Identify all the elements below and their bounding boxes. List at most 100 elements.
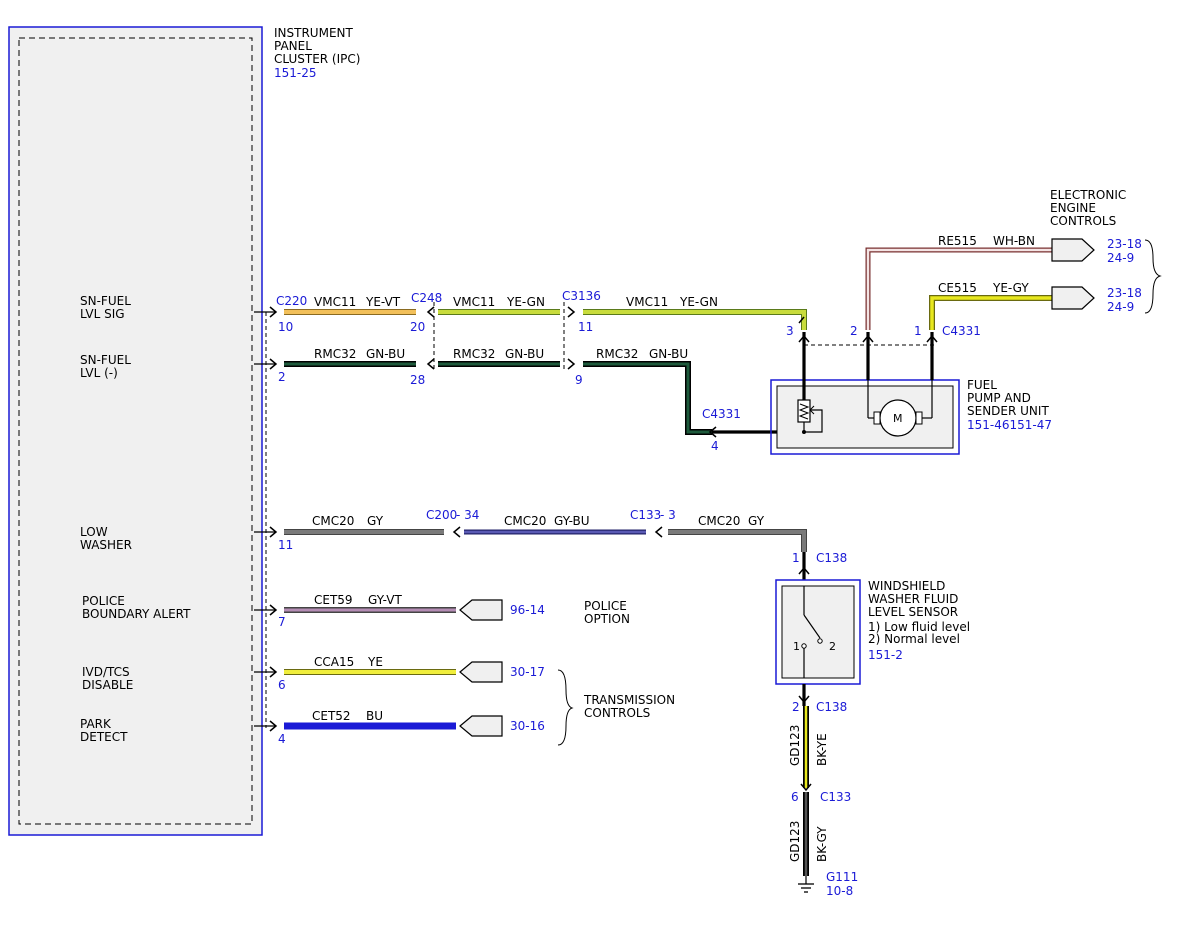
rmc32-pin-28: 28 bbox=[410, 373, 425, 387]
ipc-ref: 151-25 bbox=[274, 66, 317, 80]
cca15-color: YE bbox=[367, 655, 383, 669]
wire-cmc20 bbox=[284, 526, 807, 552]
eec-connector-1 bbox=[1051, 238, 1095, 262]
wire-gd123 bbox=[798, 684, 814, 893]
cet52-color: BU bbox=[366, 709, 383, 723]
sensor-title-2: WASHER FLUID bbox=[868, 592, 958, 606]
conn-c133: C133 bbox=[820, 790, 851, 804]
transmission-2: CONTROLS bbox=[584, 706, 650, 720]
wire-rmc32 bbox=[284, 358, 800, 438]
vmc11-pin-11: 11 bbox=[578, 320, 593, 334]
sensor-title-3: LEVEL SENSOR bbox=[868, 605, 958, 619]
switch-contact-1 bbox=[801, 643, 807, 649]
eec-connector-2 bbox=[1051, 286, 1095, 310]
ipc-pin-fuel-sig: 10 bbox=[278, 320, 293, 334]
sensor-state-2: 2) Normal level bbox=[868, 632, 960, 646]
vmc11-seg1-color: YE-VT bbox=[365, 295, 401, 309]
transmission-1: TRANSMISSION bbox=[583, 693, 675, 707]
vmc11-seg3-circuit: VMC11 bbox=[626, 295, 668, 309]
police-connector bbox=[459, 599, 503, 621]
rmc32-seg2-color: GN-BU bbox=[505, 347, 544, 361]
ipc-pin-fuel-ret: 2 bbox=[278, 370, 286, 384]
ipc-label-washer-1: LOW bbox=[80, 525, 108, 539]
ground-ref: 10-8 bbox=[826, 884, 853, 898]
vmc11-pin-3: 3 bbox=[786, 324, 794, 338]
ipc-label-park-2: DETECT bbox=[80, 730, 128, 744]
ivd-ref: 30-17 bbox=[510, 665, 545, 679]
ipc-title-line-3: CLUSTER (IPC) bbox=[274, 52, 360, 66]
wire-re515 bbox=[865, 238, 1095, 330]
police-ref: 96-14 bbox=[510, 603, 545, 617]
cmc20-seg3-color: GY bbox=[748, 514, 765, 528]
ipc-module bbox=[8, 26, 267, 836]
conn-c4331-return: C4331 bbox=[702, 407, 741, 421]
ipc-label-park-1: PARK bbox=[80, 717, 112, 731]
sensor-pin-top: 1 bbox=[792, 551, 800, 565]
sensor-state-1: 1) Low fluid level bbox=[868, 620, 970, 634]
sensor-conn-bottom: C138 bbox=[816, 700, 847, 714]
fuel-pump-ref: 151-46151-47 bbox=[967, 418, 1052, 432]
ipc-title-line-1: INSTRUMENT bbox=[274, 26, 353, 40]
conn-c4331-top: C4331 bbox=[942, 324, 981, 338]
gd123-upper-color: BK-YE bbox=[815, 733, 829, 766]
switch-pin-1: 1 bbox=[793, 640, 800, 653]
eec-title-1: ELECTRONIC bbox=[1050, 188, 1126, 202]
eec-title-2: ENGINE bbox=[1050, 201, 1096, 215]
eec-brace bbox=[1144, 239, 1162, 314]
ipc-feeds bbox=[254, 311, 276, 727]
park-ref: 30-16 bbox=[510, 719, 545, 733]
sensor-title-1: WINDSHIELD bbox=[868, 579, 945, 593]
park-connector bbox=[459, 715, 503, 737]
conn-c200: C200 bbox=[426, 508, 457, 522]
ipc-label-ivd-2: DISABLE bbox=[82, 678, 133, 692]
eec-title-3: CONTROLS bbox=[1050, 214, 1116, 228]
switch-pin-2: 2 bbox=[829, 640, 836, 653]
ivd-connector bbox=[459, 661, 503, 683]
pump-motor-label: M bbox=[893, 412, 903, 425]
wire-vmc11 bbox=[284, 306, 807, 330]
wire-cca15 bbox=[284, 661, 503, 683]
c133-pin: 6 bbox=[791, 790, 799, 804]
re515-color: WH-BN bbox=[993, 234, 1035, 248]
sensor-pin-bottom: 2 bbox=[792, 700, 800, 714]
rmc32-seg2-circuit: RMC32 bbox=[453, 347, 495, 361]
eec-ref-1a: 23-18 bbox=[1107, 237, 1142, 251]
wire-ce515 bbox=[929, 286, 1095, 330]
conn-c3136: C3136 bbox=[562, 289, 601, 303]
ipc-pin-police: 7 bbox=[278, 615, 286, 629]
ipc-pin-park: 4 bbox=[278, 732, 286, 746]
ipc-title-line-2: PANEL bbox=[274, 39, 312, 53]
vmc11-seg1-circuit: VMC11 bbox=[314, 295, 356, 309]
police-option-1: POLICE bbox=[584, 599, 627, 613]
vmc11-seg3-color: YE-GN bbox=[679, 295, 718, 309]
fuel-pump-unit bbox=[770, 332, 960, 455]
conn-c220: C220 bbox=[276, 294, 307, 308]
ipc-label-police-2: BOUNDARY ALERT bbox=[82, 607, 191, 621]
ipc-label-police-1: POLICE bbox=[82, 594, 125, 608]
fuel-pump-title-1: FUEL bbox=[967, 378, 997, 392]
ground-g111: G111 bbox=[826, 870, 858, 884]
washer-fluid-sensor bbox=[775, 579, 861, 685]
ipc-pin-ivd: 6 bbox=[278, 678, 286, 692]
switch-contact-2 bbox=[817, 638, 823, 644]
cmc20-seg3-circuit: CMC20 bbox=[698, 514, 740, 528]
cmc20-seg1-circuit: CMC20 bbox=[312, 514, 354, 528]
vmc11-pin-20: 20 bbox=[410, 320, 425, 334]
vmc11-seg2-circuit: VMC11 bbox=[453, 295, 495, 309]
gd123-lower-circuit: GD123 bbox=[788, 821, 802, 862]
re515-circuit: RE515 bbox=[938, 234, 977, 248]
gd123-lower-color: BK-GY bbox=[815, 826, 829, 862]
conn-c248: C248 bbox=[411, 291, 442, 305]
ipc-label-ivd-1: IVD/TCS bbox=[82, 665, 130, 679]
ipc-label-washer-2: WASHER bbox=[80, 538, 132, 552]
eec-ref-1b: 24-9 bbox=[1107, 251, 1134, 265]
fuel-pump-title-3: SENDER UNIT bbox=[967, 404, 1049, 418]
eec-ref-2a: 23-18 bbox=[1107, 286, 1142, 300]
vmc11-seg2-color: YE-GN bbox=[506, 295, 545, 309]
ce515-pin: 1 bbox=[914, 324, 922, 338]
ipc-label-fuel-ret-2: LVL (-) bbox=[80, 366, 118, 380]
ipc-label-fuel-sig-2: LVL SIG bbox=[80, 307, 125, 321]
sensor-conn-top: C138 bbox=[816, 551, 847, 565]
sensor-ref: 151-2 bbox=[868, 648, 903, 662]
